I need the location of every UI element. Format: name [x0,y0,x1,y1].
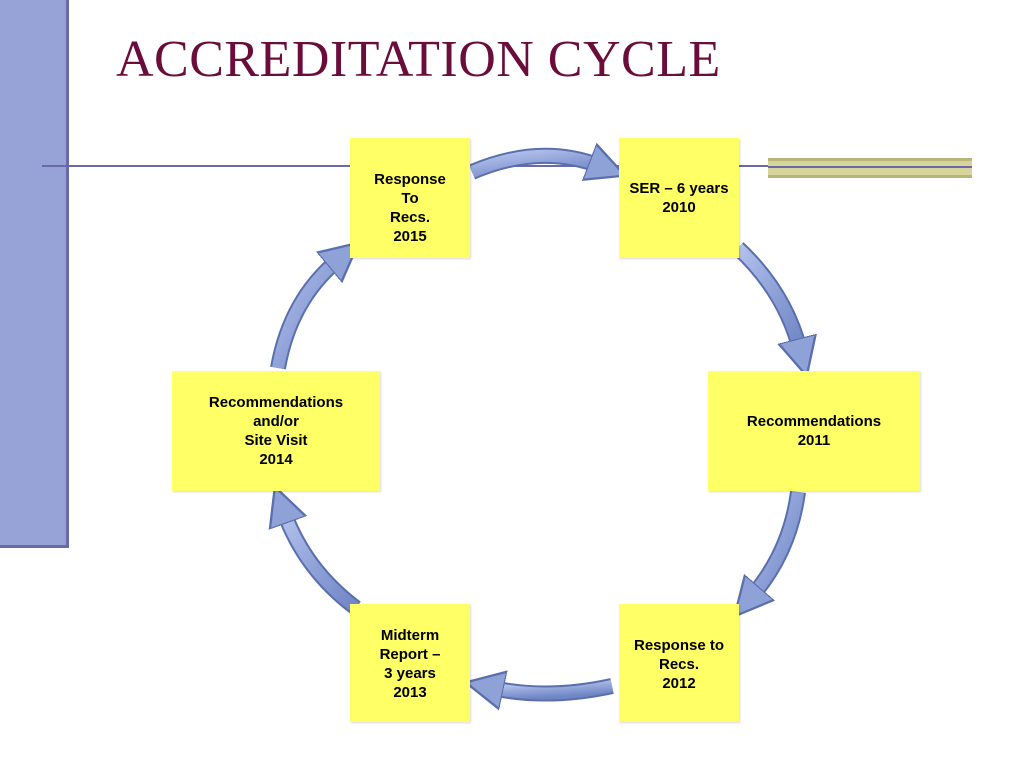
slide-title: ACCREDITATION CYCLE [116,31,721,88]
box-line: Response [374,171,446,188]
cycle-box-response-2012: Response to Recs. 2012 [619,604,739,722]
box-line: 3 years [384,665,436,682]
box-line: 2010 [662,199,696,216]
cycle-box-recommendations-2011: Recommendations 2011 [708,371,920,491]
cycle-box-response-2015: Response To Recs. 2015 [350,138,470,258]
box-line: To [401,190,419,207]
box-line: Recs. [658,656,700,673]
box-line: Recs. [389,209,431,226]
box-line: Recommendations [208,394,344,411]
cycle-box-ser-2010: SER – 6 years 2010 [619,138,739,258]
divider-accent-bar [768,158,972,178]
cycle-box-midterm-2013: Midterm Report – 3 years 2013 [350,604,470,722]
box-line: 2012 [662,675,696,692]
box-line: 2011 [797,432,831,449]
cycle-box-recommendations-2014: Recommendations and/or Site Visit 2014 [172,371,380,491]
box-line: and/or [253,413,299,430]
box-line: 2014 [259,451,293,468]
box-line: Recommendations [746,413,882,430]
box-line: 2013 [393,684,427,701]
box-line: Response to [633,637,724,654]
box-line: Site Visit [244,432,308,449]
box-line: 2015 [393,228,427,245]
left-decorative-bar [0,0,69,548]
box-line: Report – [379,646,441,663]
box-line: SER – 6 years [629,180,729,197]
box-line: Midterm [380,627,440,644]
